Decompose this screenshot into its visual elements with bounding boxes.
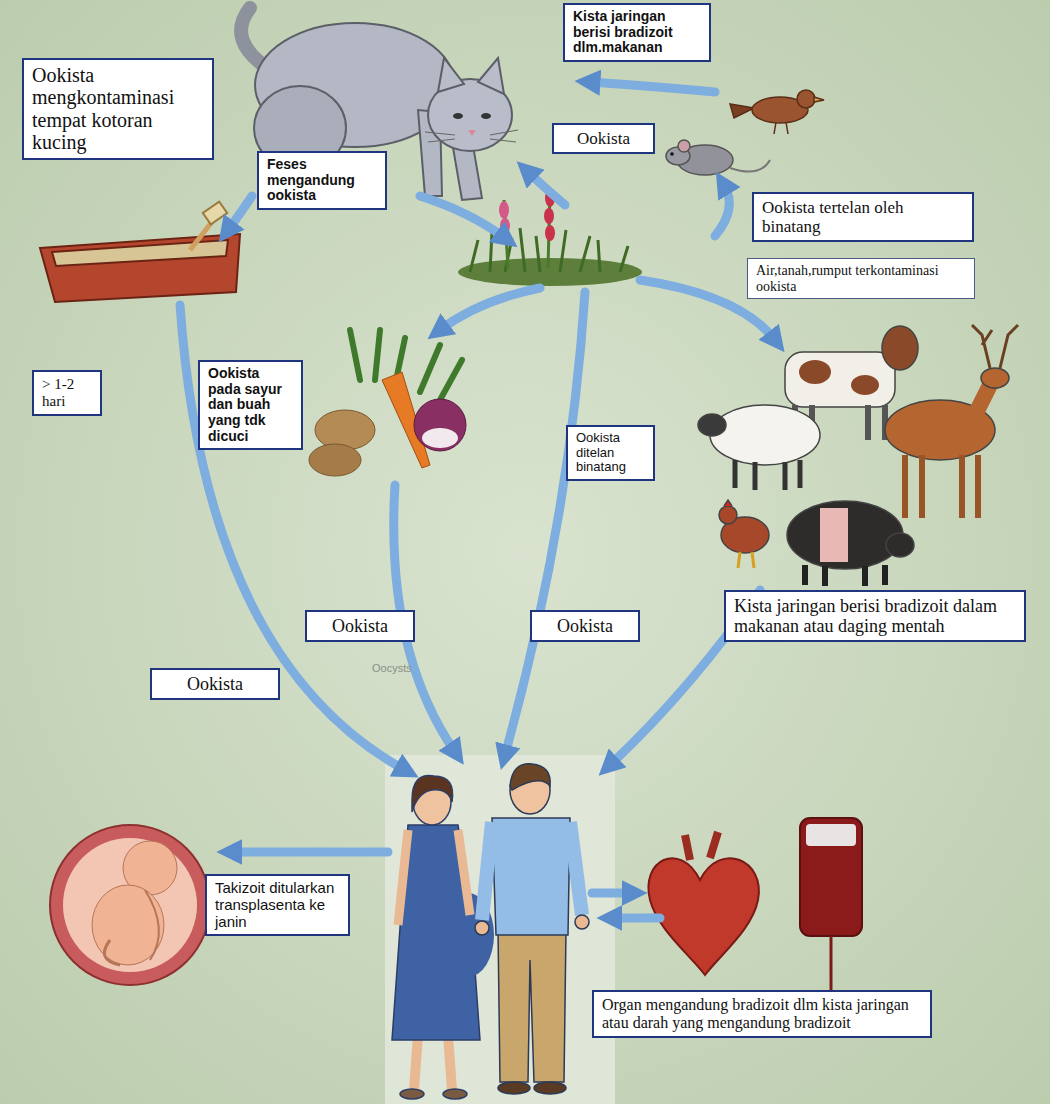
pregnant-woman (392, 776, 494, 1100)
callout-box: Ookista pada sayur dan buah yang tdk dic… (198, 360, 303, 450)
box-text: Kista jaringan berisi bradizoit dlm.maka… (573, 9, 701, 56)
stage-box: Ookista (552, 123, 655, 154)
mouse (666, 140, 770, 175)
callout-box: Feses mengandung ookista (257, 151, 387, 210)
callout-box: Kista jaringan berisi bradizoit dlm.maka… (563, 3, 711, 62)
box-text: Feses mengandung ookista (267, 157, 377, 204)
time-box: > 1-2 hari (32, 370, 102, 416)
callout-box: Organ mengandung bradizoit dlm kista jar… (592, 990, 932, 1038)
box-text: Ookista (562, 129, 645, 148)
faint-label: Oocysts (372, 662, 412, 674)
callout-box: Air,tanah,rumput terkontaminasi ookista (747, 258, 975, 299)
box-text: Ookista (315, 616, 405, 636)
cycle-arrows (180, 82, 775, 918)
callout-box: Ookista mengkontaminasi tempat kotoran k… (22, 58, 214, 160)
stage-box: Ookista (150, 668, 280, 700)
box-text: Organ mengandung bradizoit dlm kista jar… (602, 996, 922, 1032)
box-text: Ookista (160, 674, 270, 694)
plants (458, 189, 642, 286)
fetus-in-uterus (50, 825, 210, 985)
heart (648, 832, 759, 975)
blood-bag (800, 818, 862, 990)
box-text: > 1-2 hari (42, 376, 92, 410)
box-text: Ookista tertelan oleh binatang (762, 198, 964, 236)
vegetables (309, 330, 466, 476)
box-text: Kista jaringan berisi bradizoit dalam ma… (734, 596, 1016, 636)
box-text: Ookista pada sayur dan buah yang tdk dic… (208, 366, 293, 444)
box-text: Ookista ditelan binatang (576, 431, 645, 475)
callout-box: Takizoit ditularkan transplasenta ke jan… (205, 874, 350, 936)
bird (730, 90, 824, 134)
box-text: Takizoit ditularkan transplasenta ke jan… (215, 880, 340, 930)
callout-box: Kista jaringan berisi bradizoit dalam ma… (724, 590, 1026, 642)
farm-animals (698, 325, 1018, 586)
litter-box (40, 202, 240, 302)
callout-box: Ookista tertelan oleh binatang (752, 192, 974, 242)
callout-box: Ookista ditelan binatang (566, 425, 655, 481)
man (475, 764, 589, 1094)
stage-box: Ookista (530, 610, 640, 642)
center-panel (385, 755, 615, 1104)
box-text: Ookista (540, 616, 630, 636)
stage-box: Ookista (305, 610, 415, 642)
box-text: Air,tanah,rumput terkontaminasi ookista (756, 263, 966, 294)
box-text: Ookista mengkontaminasi tempat kotoran k… (32, 64, 204, 154)
